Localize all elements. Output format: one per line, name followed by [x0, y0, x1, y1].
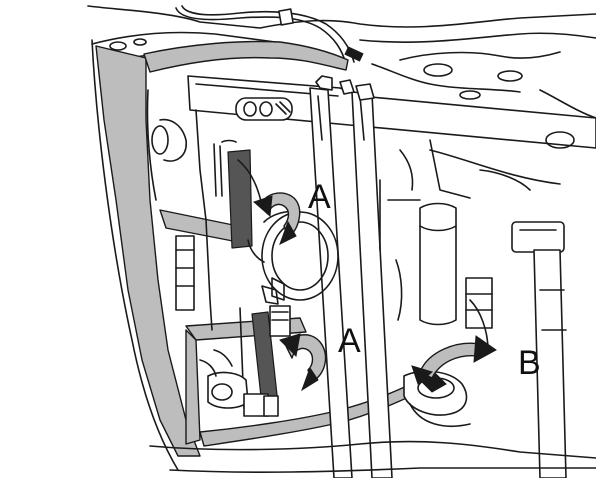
fender-panel	[91, 39, 201, 471]
label-a-upper: A	[308, 178, 331, 216]
arrow-lower-a-icon	[279, 333, 327, 392]
upper-gasket	[143, 40, 349, 73]
label-a-lower: A	[338, 322, 361, 360]
wiring-cable	[175, 5, 364, 65]
label-b: B	[518, 344, 541, 382]
arrow-upper-a-icon	[253, 192, 301, 246]
arrow-b-icon	[411, 335, 497, 385]
headlamp-unit	[146, 75, 596, 478]
